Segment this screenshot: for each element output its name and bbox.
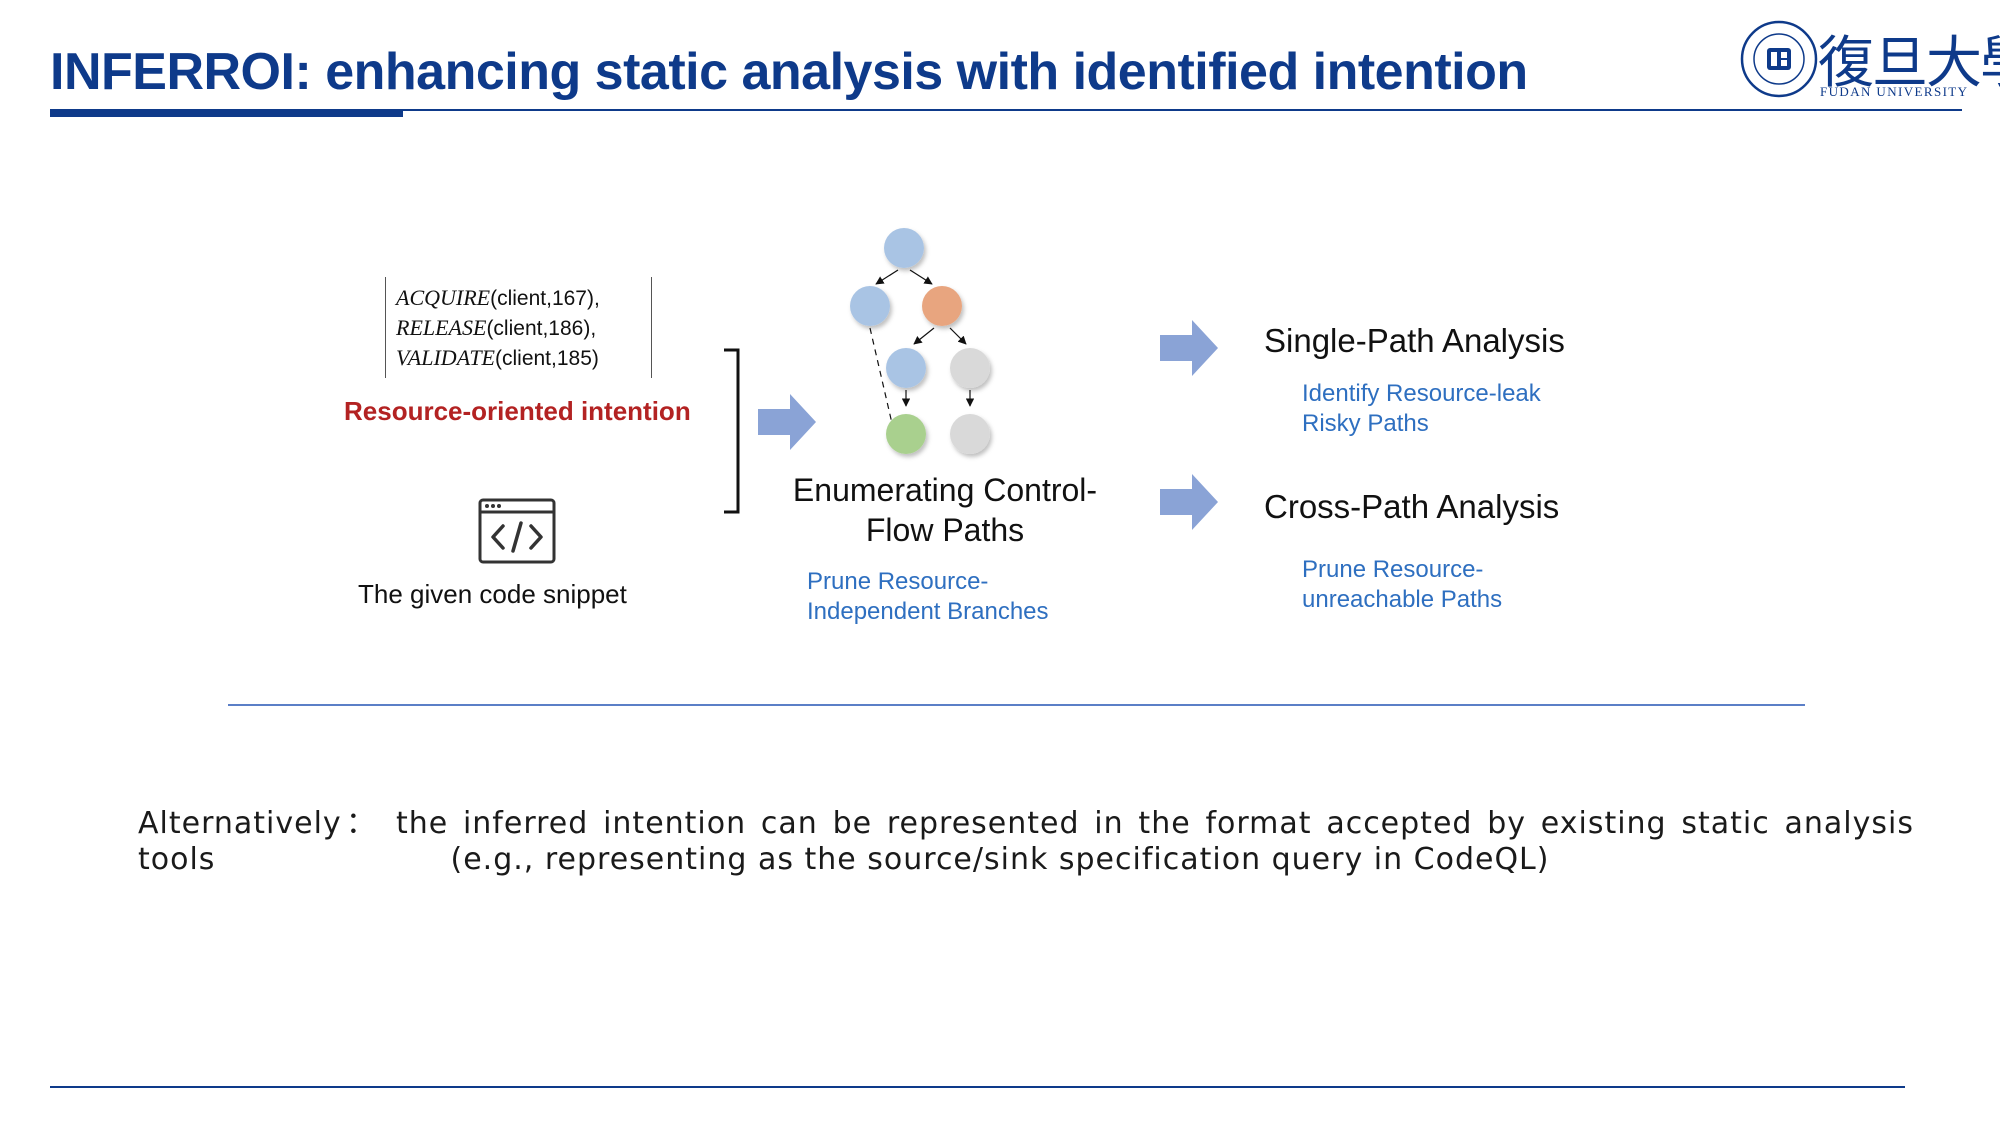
cfg-edge [913,327,935,345]
logo-chinese-text: 復旦大學 [1818,31,2000,96]
code-snippet-caption: The given code snippet [358,579,627,609]
single-path-analysis-title: Single-Path Analysis [1264,322,1565,359]
single-path-analysis-note: Identify Resource-leak Risky Paths [1302,380,1541,437]
cfg-node [850,286,890,326]
cfg-edge [949,327,967,345]
grouping-bracket [724,348,740,514]
fudan-seal-logo [1740,20,1818,98]
alternative-note-line-1: Alternatively： the inferred intention ca… [138,806,1914,877]
enumeration-note: Prune Resource-Independent Branches [807,568,1049,625]
resource-intention-label: Resource-oriented intention [344,396,691,426]
arrow-right-icon [758,394,816,450]
intention-spec-box: ACQUIRE(client,167), RELEASE(client,186)… [385,277,652,378]
cfg-edge [875,269,899,285]
cfg-dashed-edge [869,327,897,433]
enumeration-title: Enumerating Control-Flow Paths [792,472,1098,548]
code-window-icon [478,498,556,564]
header-rule-accent [50,109,403,117]
arrow-right-icon [1160,474,1218,530]
cross-path-analysis-note: Prune Resource-unreachable Paths [1302,556,1503,613]
cfg-node-pruned [950,414,990,454]
arrow-right-icon [1160,320,1218,376]
cfg-node-pruned [950,348,990,388]
header-rule [50,109,1962,111]
footer-rule [50,1086,1905,1088]
logo-english-text: FUDAN UNIVERSITY [1820,84,1969,99]
control-flow-graph [850,228,990,454]
cfg-node-resource [922,286,962,326]
section-divider [228,704,1805,706]
cfg-edge [909,269,933,285]
cfg-node-entry [884,228,924,268]
page-title: INFERROI: enhancing static analysis with… [50,43,1528,101]
cfg-node [886,348,926,388]
intention-line-release: RELEASE(client,186), [396,315,597,340]
alternative-note-line-2: (e.g., representing as the source/sink s… [450,842,1550,877]
cross-path-analysis-title: Cross-Path Analysis [1264,488,1560,525]
intention-line-validate: VALIDATE(client,185) [396,345,599,370]
cfg-node-exit [886,414,926,454]
intention-line-acquire: ACQUIRE(client,167), [396,285,600,310]
